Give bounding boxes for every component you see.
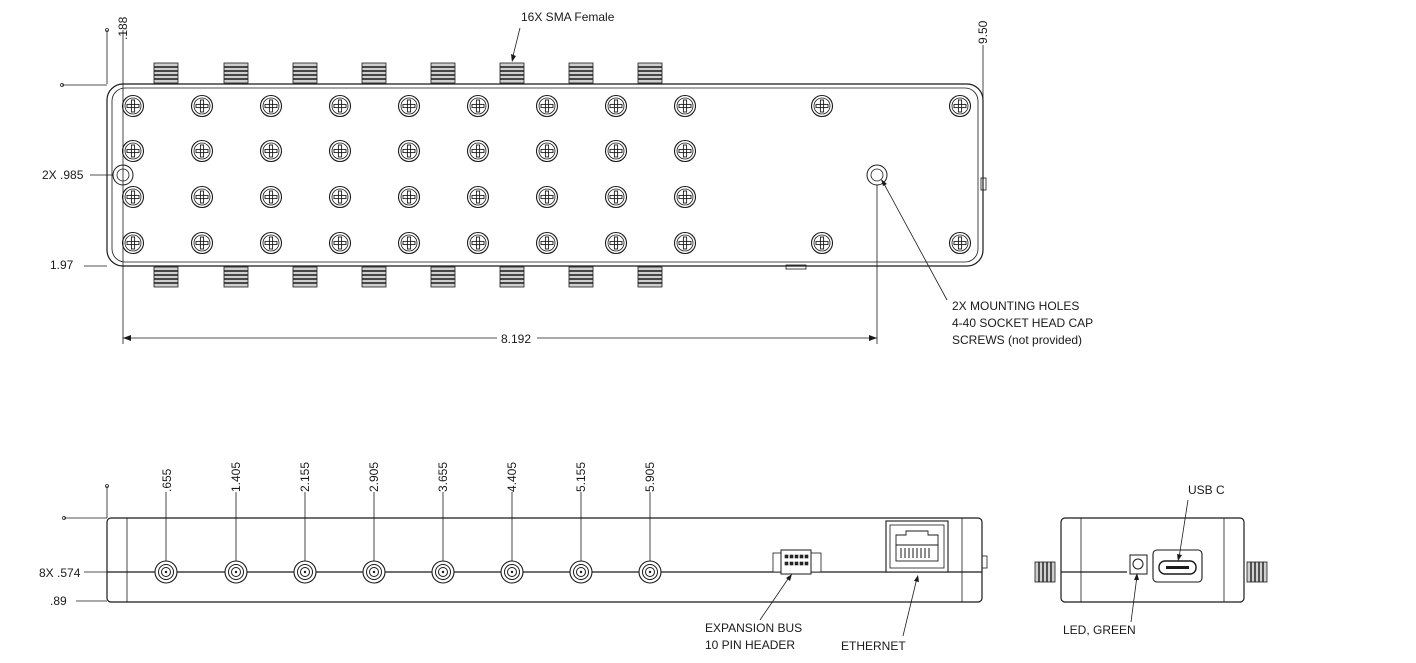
mounting-callout-line3: SCREWS (not provided) (952, 333, 1082, 347)
top-sma-row-upper (153, 62, 663, 84)
dim-overall-depth: 1.97 (50, 258, 74, 272)
mounting-callout-line2: 4-40 SOCKET HEAD CAP (952, 316, 1093, 330)
port-position-1: 1.405 (229, 462, 243, 492)
dim-top-offset: .188 (116, 16, 130, 40)
sma-connector (430, 62, 456, 84)
sma-port (431, 560, 455, 584)
enclosure-front-outline (106, 517, 983, 603)
led-indicator (1129, 554, 1148, 575)
dim-hole-y: 2X .985 (42, 168, 84, 182)
led-callout: LED, GREEN (1063, 623, 1136, 637)
sma-connector (637, 62, 663, 84)
sma-port (293, 560, 317, 584)
sma-connector (361, 266, 387, 288)
port-position-3: 2.905 (367, 462, 381, 492)
dim-overall-width: 9.50 (976, 20, 990, 44)
sma-connector (223, 266, 249, 288)
sma-connector (292, 62, 318, 84)
port-position-4: 3.655 (436, 462, 450, 492)
sma-connector (430, 266, 456, 288)
usb-callout: USB C (1188, 483, 1225, 497)
ethernet-jack (885, 520, 949, 573)
dim-overall-height: .89 (50, 594, 67, 608)
port-position-6: 5.155 (574, 462, 588, 492)
enclosure-side-outline (1060, 517, 1245, 603)
dim-front-port-height: 8X .574 (39, 566, 81, 580)
sma-port (362, 560, 386, 584)
sma-connector (153, 62, 179, 84)
sma-port (500, 560, 524, 584)
sma-connector (153, 266, 179, 288)
sma-port (638, 560, 662, 584)
port-position-7: 5.905 (643, 462, 657, 492)
sma-connector (361, 62, 387, 84)
port-position-2: 2.155 (298, 462, 312, 492)
expansion-callout-line2: 10 PIN HEADER (705, 638, 795, 652)
port-position-5: 4.405 (505, 462, 519, 492)
front-view: .655 1.405 2.155 2.905 3.655 4.405 5.155… (39, 462, 988, 653)
sma-connector (499, 266, 525, 288)
ethernet-callout: ETHERNET (841, 639, 906, 653)
dim-hole-spacing: 8.192 (501, 332, 531, 346)
side-view: USB C LED, GREEN (1034, 483, 1268, 637)
top-sma-row-lower (153, 266, 663, 288)
expansion-callout-line1: EXPANSION BUS (705, 621, 802, 635)
sma-side-connector (1034, 561, 1056, 583)
port-position-0: .655 (160, 468, 174, 492)
top-view: 16X SMA Female .188 9.50 2X .985 1.97 8.… (42, 10, 1093, 347)
sma-connector (223, 62, 249, 84)
sma-callout: 16X SMA Female (521, 10, 615, 24)
sma-connector (568, 266, 594, 288)
sma-port (224, 560, 248, 584)
sma-connector (637, 266, 663, 288)
screw-grid (121, 94, 972, 255)
sma-connector (499, 62, 525, 84)
mounting-callout-line1: 2X MOUNTING HOLES (952, 299, 1079, 313)
sma-connector (292, 266, 318, 288)
sma-connector (568, 62, 594, 84)
usb-c-port (1152, 549, 1203, 583)
sma-port (154, 560, 178, 584)
expansion-header (772, 549, 822, 575)
sma-port (569, 560, 593, 584)
sma-side-connector (1246, 561, 1268, 583)
